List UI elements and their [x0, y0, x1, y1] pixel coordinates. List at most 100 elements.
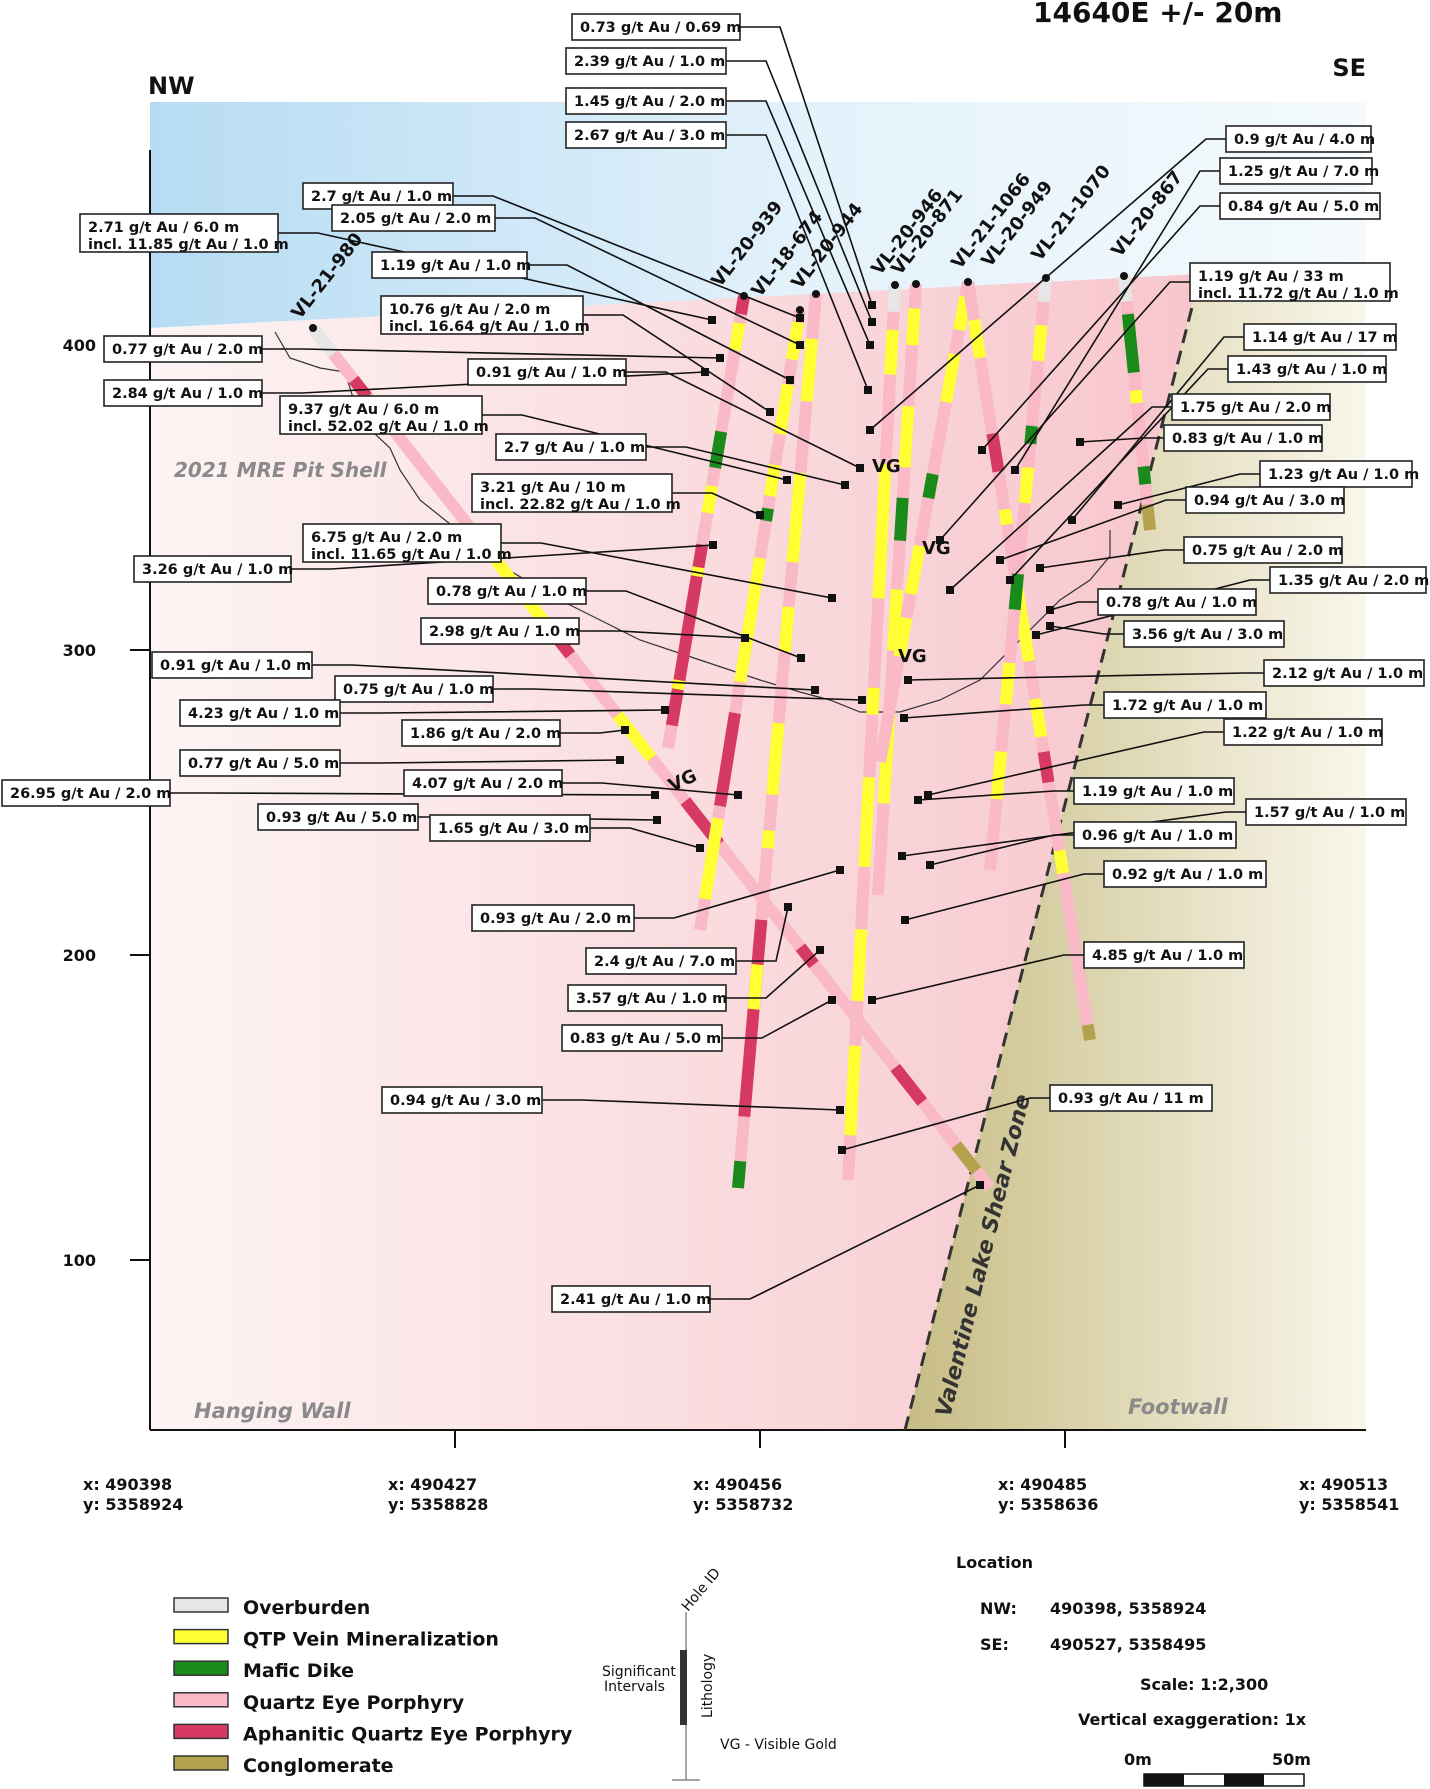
assay-label: 0.93 g/t Au / 11 m [1049, 1084, 1213, 1112]
key-vg: VG - Visible Gold [720, 1737, 837, 1753]
key-significant: Significant [602, 1664, 676, 1680]
scale-text: Scale: 1:2,300 [1140, 1675, 1268, 1694]
legend-swatch [173, 1755, 229, 1771]
assay-label: 1.25 g/t Au / 7.0 m [1219, 157, 1379, 185]
assay-label-text: 10.76 g/t Au / 2.0 m [389, 302, 550, 318]
assay-label: 0.75 g/t Au / 1.0 m [334, 675, 494, 703]
assay-label: 1.14 g/t Au / 17 m [1243, 323, 1398, 351]
leader-line [1049, 625, 1124, 635]
leader-line [495, 217, 801, 346]
assay-label: 0.9 g/t Au / 4.0 m [1225, 125, 1375, 153]
leader-line [871, 954, 1084, 1001]
leader-line [634, 869, 841, 919]
leader-line [927, 731, 1224, 796]
coordinate-x-label: x: 490485 [998, 1475, 1087, 1494]
hanging-wall-label: Hanging Wall [194, 1399, 351, 1423]
assay-label-text: 1.43 g/t Au / 1.0 m [1236, 362, 1387, 378]
leader-line [917, 790, 1074, 801]
leader-line [453, 195, 801, 319]
legend-label: QTP Vein Mineralization [243, 1629, 499, 1651]
leader-line [501, 542, 833, 599]
assay-label: 0.78 g/t Au / 1.0 m [1097, 588, 1257, 616]
assay-label-text: 0.9 g/t Au / 4.0 m [1234, 132, 1375, 148]
leader-line [901, 811, 1246, 857]
leader-line [904, 873, 1104, 921]
scale-bar [1143, 1773, 1305, 1787]
scale-bar-end: 50m [1272, 1750, 1311, 1769]
legend-swatch [173, 1723, 229, 1740]
assay-label: 2.41 g/t Au / 1.0 m [551, 1285, 711, 1313]
leader-line [262, 348, 721, 359]
coordinate-x-label: x: 490513 [1299, 1475, 1388, 1494]
assay-label-text: 1.35 g/t Au / 2.0 m [1278, 573, 1429, 589]
assay-label: 0.92 g/t Au / 1.0 m [1103, 860, 1267, 888]
assay-label-text: 3.21 g/t Au / 10 m [480, 480, 626, 496]
assay-label: 0.94 g/t Au / 3.0 m [381, 1086, 543, 1114]
assay-label-text: 9.37 g/t Au / 6.0 m [288, 402, 439, 418]
assay-label: 2.12 g/t Au / 1.0 m [1263, 659, 1425, 687]
assay-label-text: 0.96 g/t Au / 1.0 m [1082, 828, 1233, 844]
assay-label: 2.05 g/t Au / 2.0 m [331, 204, 496, 232]
assay-label-text: 4.23 g/t Au / 1.0 m [188, 706, 339, 722]
assay-label-text: 2.41 g/t Au / 1.0 m [560, 1292, 711, 1308]
assay-label-text: 2.7 g/t Au / 1.0 m [504, 440, 645, 456]
assay-label: 0.83 g/t Au / 5.0 m [561, 1024, 723, 1052]
assay-label-text: incl. 52.02 g/t Au / 1.0 m [288, 419, 489, 435]
assay-label-text: 1.22 g/t Au / 1.0 m [1232, 725, 1383, 741]
leader-line [527, 264, 791, 381]
assay-label: 2.98 g/t Au / 1.0 m [420, 617, 580, 645]
leader-line [1014, 170, 1220, 471]
assay-label: 2.84 g/t Au / 1.0 m [103, 379, 263, 407]
elevation-tick-label: 300 [63, 641, 96, 660]
leader-line [626, 371, 861, 469]
legend-label: Conglomerate [243, 1755, 394, 1777]
leader-line [493, 688, 863, 701]
assay-label-text: 0.78 g/t Au / 1.0 m [436, 584, 587, 600]
assay-label-text: 1.19 g/t Au / 1.0 m [1082, 784, 1233, 800]
assay-label-text: incl. 16.64 g/t Au / 1.0 m [389, 319, 590, 335]
leader-line [590, 827, 701, 849]
leader-line [841, 1097, 1050, 1151]
leader-line [726, 134, 869, 391]
assay-label-text: 2.98 g/t Au / 1.0 m [429, 624, 580, 640]
leader-line [1039, 549, 1184, 569]
leader-line [1035, 579, 1270, 636]
assay-label: 0.96 g/t Au / 1.0 m [1073, 821, 1237, 849]
assay-label-text: 2.39 g/t Au / 1.0 m [574, 54, 725, 70]
assay-label-text: 2.71 g/t Au / 6.0 m [88, 220, 239, 236]
assay-label-text: 3.26 g/t Au / 1.0 m [142, 562, 293, 578]
assay-label: 0.84 g/t Au / 5.0 m [1219, 192, 1381, 220]
leader-line [340, 759, 621, 764]
leader-line [312, 664, 816, 691]
elevation-tick-label: 100 [63, 1251, 96, 1270]
assay-label-text: 1.72 g/t Au / 1.0 m [1112, 698, 1263, 714]
assay-label: 3.26 g/t Au / 1.0 m [133, 555, 293, 583]
assay-label: 2.4 g/t Au / 7.0 m [585, 947, 737, 975]
assay-label: 4.07 g/t Au / 2.0 m [403, 769, 563, 797]
assay-label-text: incl. 22.82 g/t Au / 1.0 m [480, 497, 681, 513]
hanging-wall-zone [150, 274, 1200, 1430]
assay-label-text: 1.14 g/t Au / 17 m [1252, 330, 1398, 346]
assay-label-text: 3.57 g/t Au / 1.0 m [576, 991, 727, 1007]
legend-item: Quartz Eye Porphyry [173, 1692, 465, 1714]
assay-label-text: 0.84 g/t Au / 5.0 m [1228, 199, 1379, 215]
leader-line [907, 672, 1264, 681]
assay-label-text: 26.95 g/t Au / 2.0 m [10, 786, 171, 802]
location-se-value: 490527, 5358495 [1050, 1635, 1206, 1654]
leader-line [710, 1184, 981, 1300]
leader-line [736, 906, 789, 962]
leader-line [560, 729, 626, 734]
coordinate-x-label: x: 490398 [83, 1475, 172, 1494]
assay-label: 0.93 g/t Au / 2.0 m [471, 904, 635, 932]
coordinate-x-label: x: 490427 [388, 1475, 477, 1494]
assay-label-text: 2.7 g/t Au / 1.0 m [311, 189, 452, 205]
footwall-label: Footwall [1128, 1395, 1228, 1419]
assay-label-text: incl. 11.65 g/t Au / 1.0 m [311, 547, 512, 563]
leader-line [1117, 473, 1260, 506]
assay-label-text: 4.85 g/t Au / 1.0 m [1092, 948, 1243, 964]
vertical-exaggeration: Vertical exaggeration: 1x [1078, 1710, 1307, 1729]
